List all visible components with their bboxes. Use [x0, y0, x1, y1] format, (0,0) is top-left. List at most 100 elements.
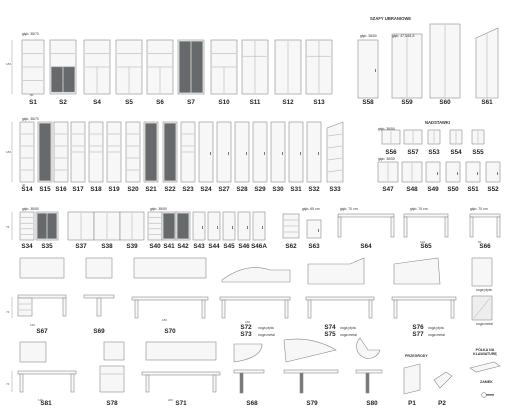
depth-note-s65: głęb. 70 cm: [410, 207, 428, 211]
nadstawka-s52-body: [485, 161, 501, 183]
depth-note-row3: głęb. 38/50: [22, 207, 39, 211]
product-code-s45: S45: [223, 243, 235, 250]
nadstawka-s52-knob: [497, 172, 498, 175]
product-code-s70: S70: [164, 328, 176, 335]
cab-s58-body: [357, 39, 379, 99]
cab-s2-glass-door-l: [51, 66, 63, 93]
depth-note-row2: głęb. 38/70: [22, 117, 39, 121]
cab-s32-body: [306, 121, 322, 183]
cab-s32-knob: [318, 152, 319, 155]
cab-s78-body: [99, 365, 125, 393]
cab-s41-glass-door: [163, 213, 175, 239]
depth-note-row3b: głęb. 38/50: [150, 207, 167, 211]
product-code-s33: S33: [329, 186, 341, 193]
product-code-s39: S39: [126, 243, 138, 250]
product-code-s12: S12: [282, 99, 294, 106]
product-code-s68: S68: [246, 400, 258, 407]
product-code-s13: S13: [313, 99, 325, 106]
product-code-p1: P1: [408, 400, 416, 407]
dim-width-s1: 80: [30, 93, 34, 97]
depth-note-s66: głęb. 70 cm: [470, 207, 488, 211]
cab-s7-glass-door-l: [179, 41, 191, 93]
depth-note-s62: głęb. 65 cm: [302, 207, 320, 211]
leg-note-right-plyta: noga płyta: [476, 288, 492, 292]
product-code-s47: S47: [382, 186, 394, 193]
desk-s71-leg-l: [145, 374, 150, 393]
cab-s7-glass-door-r: [191, 41, 203, 93]
product-code-s18: S18: [90, 186, 102, 193]
heading-nadstawki: NADSTAWKI: [425, 120, 451, 125]
leg-note-s77: noga metal: [428, 333, 445, 337]
product-code-s29: S29: [254, 186, 266, 193]
cab-s2-glass-door-r: [63, 66, 75, 93]
product-code-s73: S73: [240, 331, 252, 338]
cab-s43-body: [192, 211, 206, 241]
product-code-s21: S21: [145, 186, 157, 193]
dim-width-s71: 200: [168, 398, 174, 402]
cab-s28-body: [234, 121, 250, 183]
product-code-s2: S2: [59, 99, 67, 106]
nadstawka-s49-knob: [437, 172, 438, 175]
product-code-s69: S69: [93, 328, 105, 335]
product-code-s23: S23: [182, 186, 194, 193]
cab-s46-knob: [247, 226, 248, 229]
depth-note-row1: głęb. 38/70: [22, 32, 39, 36]
product-code-s11: S11: [249, 99, 261, 106]
depth-note-nad1: głęb. 38/50: [378, 127, 395, 131]
dim-width-s81: 120: [38, 398, 44, 402]
cab-s30-knob: [282, 152, 283, 155]
desk-s64-leg-r: [390, 216, 395, 238]
cab-s22-glass-door: [164, 123, 176, 181]
desk-s67-leg: [62, 297, 67, 317]
desk-s68-top-view: [233, 343, 263, 363]
cab-s31-body: [288, 121, 304, 183]
keyboard-shelf: [469, 361, 501, 373]
desk-s80-leg: [365, 372, 370, 394]
product-code-s34: S34: [21, 243, 33, 250]
nadstawka-s51-body: [465, 161, 481, 183]
nadstawka-s50-knob: [457, 172, 458, 175]
desk-s70-leg-l: [134, 299, 139, 319]
desk-s74-leg-r: [368, 299, 373, 319]
heading-polka-klawiature: PÓŁKA NA KLAWIATURĘ: [473, 348, 497, 356]
product-code-s74: S74: [324, 324, 336, 331]
partition-p1: [403, 363, 421, 395]
desk-s79-leg: [299, 372, 304, 394]
lock-key: [486, 394, 494, 396]
cab-s29-body: [252, 121, 268, 183]
product-code-s27: S27: [218, 186, 230, 193]
product-code-s77: S77: [412, 331, 424, 338]
desk-s64-leg-l: [337, 216, 342, 238]
product-code-p2: P2: [438, 400, 446, 407]
desk-s79-top: [283, 369, 339, 374]
desk-s70-top-view: [133, 257, 207, 279]
cab-s34-body: [19, 211, 35, 241]
desk-s66-leg-r: [496, 216, 501, 238]
cab-s42-glass-door: [177, 213, 189, 239]
desk-s71-top-view: [145, 341, 217, 361]
product-code-s43: S43: [193, 243, 205, 250]
product-code-s31: S31: [290, 186, 302, 193]
cab-s27-knob: [228, 152, 229, 155]
cab-s33-body: [326, 121, 344, 183]
product-code-s35: S35: [41, 243, 53, 250]
product-code-s56: S56: [385, 149, 397, 156]
product-code-s37: S37: [75, 243, 87, 250]
leg-note-s72: noga płyta: [258, 326, 274, 330]
leg-note-s76: noga płyta: [428, 326, 444, 330]
desk-s65-leg-r: [444, 216, 449, 238]
dim-height-row2: 184: [6, 150, 12, 154]
product-code-s59: S59: [401, 99, 413, 106]
dim-width-s14: 40: [22, 183, 26, 187]
desk-s81-top: [17, 370, 77, 375]
cab-s31-knob: [300, 152, 301, 155]
desk-s71-leg-r: [212, 374, 217, 393]
product-code-s10: S10: [218, 99, 230, 106]
desk-s69-top: [83, 294, 115, 299]
product-code-s32: S32: [308, 186, 320, 193]
dim-height-row3: 76: [6, 225, 10, 229]
desk-s74-leg-l: [307, 299, 312, 319]
product-code-s63: S63: [308, 243, 320, 250]
depth-note-s64: głęb. 70 cm: [340, 207, 358, 211]
